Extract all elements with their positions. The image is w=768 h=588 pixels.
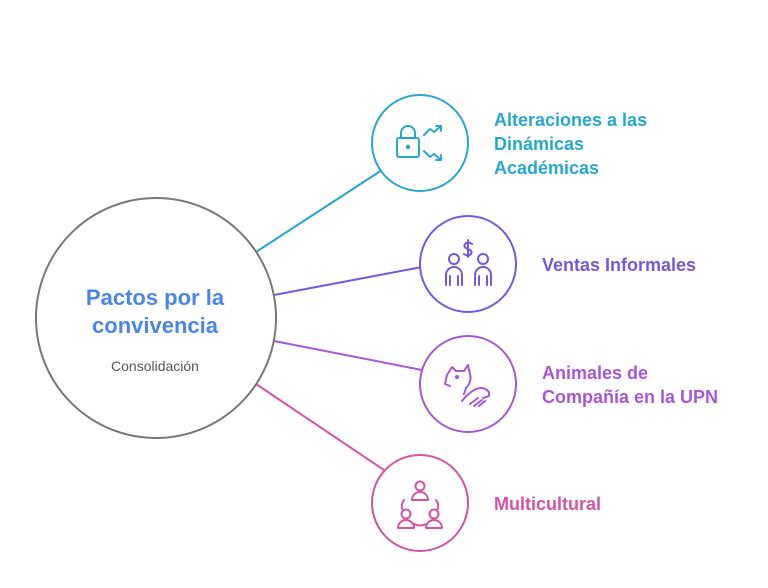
node-3: [419, 335, 517, 433]
node-2-circle: [419, 215, 517, 313]
connector-3: [273, 340, 423, 371]
hub-subtitle: Consolidación: [111, 358, 199, 374]
connector-1: [255, 169, 383, 253]
node-3-label: Animales de Compañía en la UPN: [542, 363, 719, 407]
connector-4: [255, 383, 385, 471]
pet-hand-icon: [444, 364, 490, 407]
node-4-label: Multicultural: [494, 494, 601, 514]
lock-trend-icon: [396, 125, 442, 161]
hub-circle: [35, 197, 277, 439]
hub-title: Pactos por la convivencia: [85, 285, 225, 338]
node-2: [419, 215, 517, 313]
connector-2: [273, 266, 423, 296]
node-4: [371, 454, 469, 552]
node-1-label: Alteraciones a las Dinámicas Académicas: [494, 110, 648, 178]
node-1: [371, 94, 469, 192]
node-4-circle: [371, 454, 469, 552]
node-2-label: Ventas Informales: [542, 255, 697, 275]
group-network-icon: [397, 480, 443, 529]
people-money-icon: [445, 239, 492, 286]
